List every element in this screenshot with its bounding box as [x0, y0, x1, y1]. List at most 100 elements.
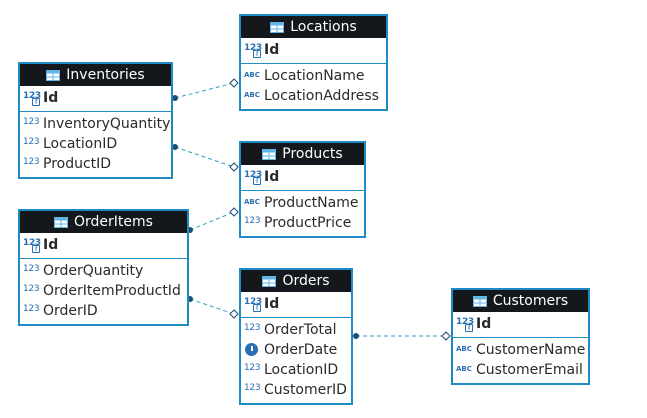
column-row[interactable]: ABC LocationAddress [241, 86, 386, 106]
numeric-icon: 123 [244, 216, 261, 226]
text-icon: ABC [244, 71, 260, 79]
numeric-key-icon: 123⚷ [244, 297, 262, 312]
table-header: OrderItems [20, 211, 187, 233]
column-row[interactable]: 123⚷ Id [241, 294, 351, 314]
table-header: Products [241, 143, 364, 165]
column-row[interactable]: ABC LocationName [241, 66, 386, 86]
column-row[interactable]: 123 OrderItemProductId [20, 281, 187, 301]
table-orders[interactable]: Orders 123⚷ Id 123 OrderTotal OrderDate … [239, 268, 353, 405]
text-icon: ABC [244, 91, 260, 99]
table-header: Inventories [20, 64, 171, 86]
column-row[interactable]: 123 CustomerID [241, 380, 351, 400]
table-customers[interactable]: Customers 123⚷ Id ABC CustomerName ABC C… [451, 288, 590, 385]
table-inventories[interactable]: Inventories 123⚷ Id 123 InventoryQuantit… [18, 62, 173, 179]
column-row[interactable]: 123⚷ Id [453, 314, 588, 334]
table-products[interactable]: Products 123⚷ Id ABC ProductName 123 Pro… [239, 141, 366, 238]
column-name: LocationName [264, 68, 365, 84]
column-row[interactable]: 123 ProductID [20, 154, 171, 174]
table-icon [262, 148, 277, 160]
column-name: OrderItemProductId [43, 283, 181, 299]
table-title: Products [282, 146, 343, 162]
link-diamond-products-b [229, 207, 239, 217]
column-name: OrderDate [264, 342, 338, 358]
column-name: ProductName [264, 195, 359, 211]
table-title: Inventories [66, 67, 145, 83]
table-title: Customers [492, 293, 569, 309]
link-diamond-customers [441, 331, 451, 341]
table-locations[interactable]: Locations 123⚷ Id ABC LocationName ABC L… [239, 14, 388, 111]
column-name: Id [43, 237, 59, 253]
column-name: OrderQuantity [43, 263, 144, 279]
column-row[interactable]: ABC ProductName [241, 193, 364, 213]
table-icon [270, 21, 285, 33]
column-row[interactable]: 123⚷ Id [241, 40, 386, 60]
table-header: Locations [241, 16, 386, 38]
column-name: InventoryQuantity [43, 116, 171, 132]
table-orderitems[interactable]: OrderItems 123⚷ Id 123 OrderQuantity 123… [18, 209, 189, 326]
column-row[interactable]: ABC CustomerName [453, 340, 588, 360]
table-icon [262, 275, 277, 287]
numeric-icon: 123 [23, 304, 40, 314]
column-row[interactable]: 123 OrderTotal [241, 320, 351, 340]
column-name: CustomerEmail [476, 362, 583, 378]
column-row[interactable]: 123 OrderQuantity [20, 261, 187, 281]
column-row[interactable]: 123⚷ Id [241, 167, 364, 187]
numeric-key-icon: 123⚷ [244, 43, 262, 58]
column-name: LocationID [43, 136, 118, 152]
column-row[interactable]: OrderDate [241, 340, 351, 360]
column-name: ProductPrice [264, 215, 352, 231]
table-icon [46, 69, 61, 81]
column-name: OrderTotal [264, 322, 337, 338]
column-row[interactable]: 123⚷ Id [20, 235, 187, 255]
link-diamond-orders [229, 309, 239, 319]
clock-icon [244, 342, 262, 358]
numeric-key-icon: 123⚷ [456, 317, 474, 332]
numeric-key-icon: 123⚷ [244, 170, 262, 185]
column-name: LocationAddress [264, 88, 379, 104]
column-name: Id [264, 169, 280, 185]
table-title: OrderItems [74, 214, 153, 230]
column-row[interactable]: 123 LocationID [20, 134, 171, 154]
link-diamond-locations [229, 78, 239, 88]
text-icon: ABC [244, 198, 260, 206]
table-icon [472, 295, 487, 307]
numeric-icon: 123 [244, 363, 261, 373]
text-icon: ABC [456, 345, 472, 353]
table-header: Orders [241, 270, 351, 292]
column-name: ProductID [43, 156, 112, 172]
table-title: Locations [290, 19, 357, 35]
table-title: Orders [282, 273, 330, 289]
text-icon: ABC [456, 365, 472, 373]
column-name: OrderID [43, 303, 98, 319]
link-inventories-locations [174, 82, 235, 99]
numeric-key-icon: 123⚷ [23, 91, 41, 106]
numeric-icon: 123 [23, 157, 40, 167]
numeric-icon: 123 [23, 117, 40, 127]
table-header: Customers [453, 290, 588, 312]
numeric-icon: 123 [23, 284, 40, 294]
column-name: LocationID [264, 362, 339, 378]
column-row[interactable]: ABC CustomerEmail [453, 360, 588, 380]
numeric-key-icon: 123⚷ [23, 238, 41, 253]
column-row[interactable]: 123 InventoryQuantity [20, 114, 171, 134]
numeric-icon: 123 [244, 323, 261, 333]
numeric-icon: 123 [23, 137, 40, 147]
link-orderitems-orders [189, 298, 235, 315]
link-orderitems-products [189, 211, 235, 231]
column-row[interactable]: 123⚷ Id [20, 88, 171, 108]
link-diamond-products-a [229, 162, 239, 172]
column-name: Id [264, 42, 280, 58]
column-name: Id [43, 90, 59, 106]
column-name: CustomerName [476, 342, 586, 358]
column-name: CustomerID [264, 382, 347, 398]
numeric-icon: 123 [23, 264, 40, 274]
column-row[interactable]: 123 OrderID [20, 301, 187, 321]
column-name: Id [264, 296, 280, 312]
column-row[interactable]: 123 ProductPrice [241, 213, 364, 233]
column-name: Id [476, 316, 492, 332]
link-inventories-products [174, 146, 235, 168]
link-end-orders-customer [353, 333, 359, 339]
table-icon [54, 216, 69, 228]
column-row[interactable]: 123 LocationID [241, 360, 351, 380]
